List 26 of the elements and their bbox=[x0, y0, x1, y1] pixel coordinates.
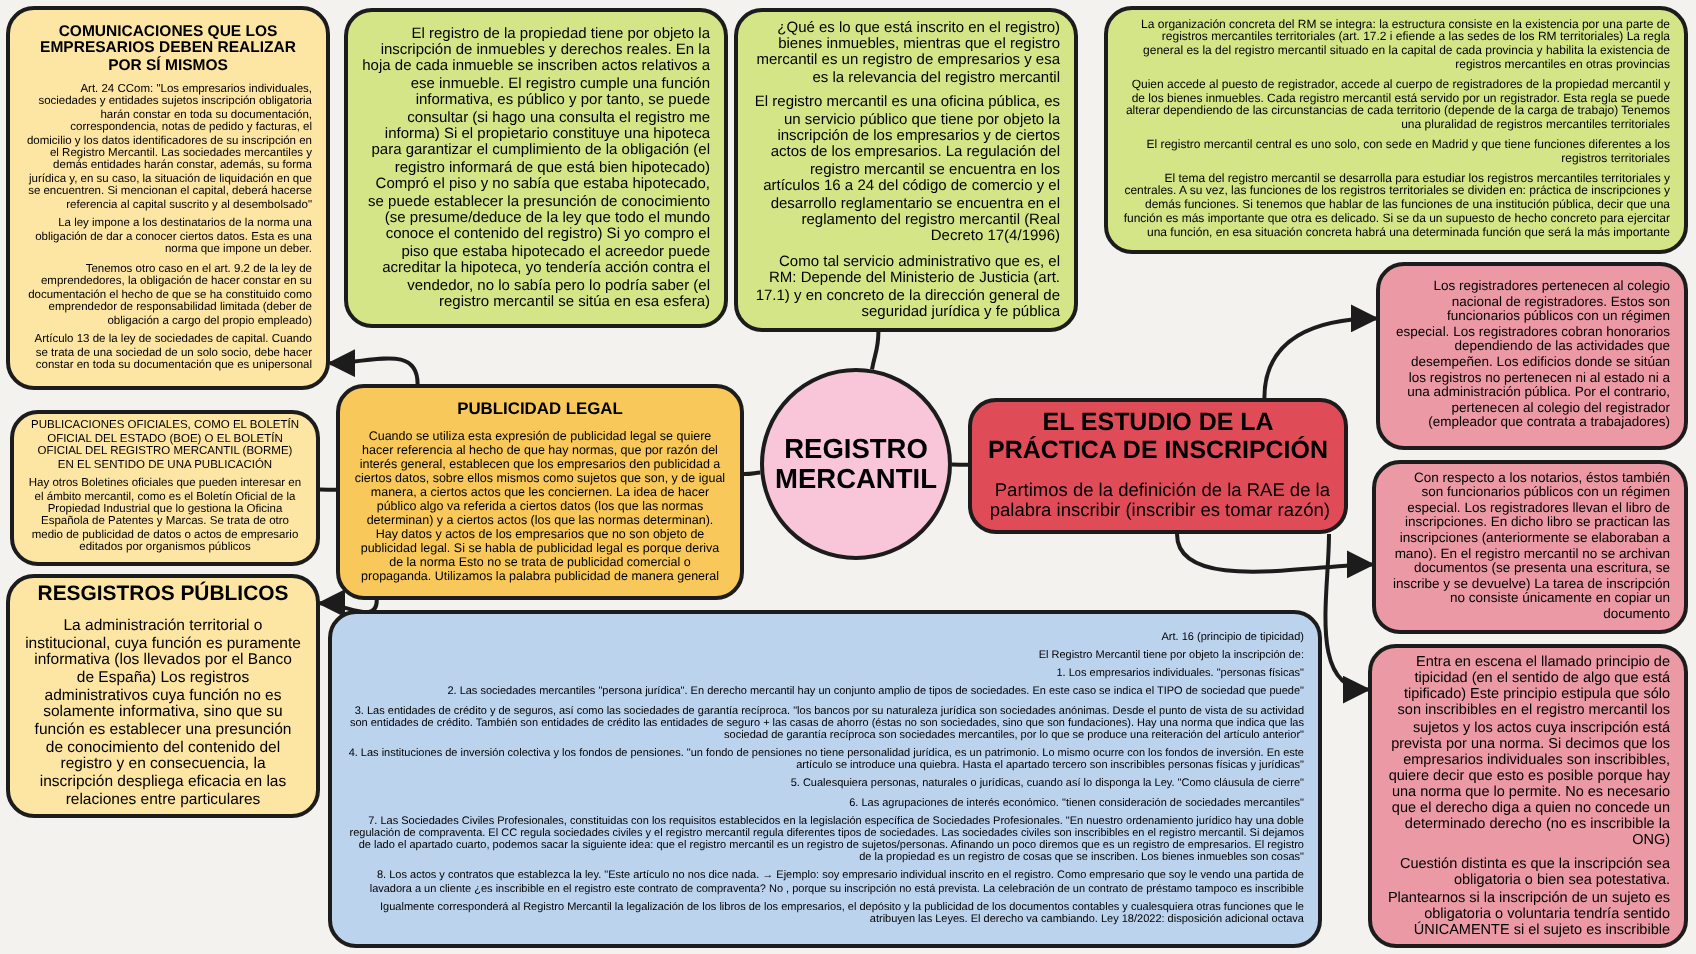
connector-line bbox=[870, 331, 881, 370]
note-card bbox=[968, 398, 1348, 534]
card-heading: EL ESTUDIO DE LA PRÁCTICA DE INSCRIPCIÓN bbox=[986, 410, 1330, 467]
note-card bbox=[1376, 262, 1688, 450]
arrow bbox=[327, 348, 420, 385]
note-card bbox=[6, 6, 330, 390]
connector-line bbox=[743, 470, 761, 476]
note-card bbox=[1104, 6, 1688, 254]
note-card bbox=[1372, 460, 1688, 634]
note-card bbox=[328, 610, 1322, 948]
note-card bbox=[734, 8, 1078, 332]
arrow bbox=[317, 590, 379, 619]
note-card bbox=[10, 410, 320, 566]
connector-line bbox=[952, 462, 968, 467]
arrow bbox=[1175, 533, 1375, 580]
note-card bbox=[1368, 644, 1688, 948]
arrow bbox=[1262, 305, 1379, 399]
note-card bbox=[336, 384, 744, 600]
arrow bbox=[1323, 533, 1371, 700]
connector-line bbox=[320, 487, 336, 492]
note-card bbox=[6, 574, 320, 818]
note-card bbox=[344, 8, 728, 328]
card-text: Partimos de la definición de la RAE de la palabra inscribir (inscribir es tomar razón) bbox=[987, 480, 1330, 522]
card-heading: RESGISTROS PÚBLICOS bbox=[35, 583, 291, 607]
topic-title: REGISTRO MERCANTIL bbox=[775, 433, 937, 495]
card-heading: PUBLICIDAD LEGAL bbox=[455, 400, 625, 420]
